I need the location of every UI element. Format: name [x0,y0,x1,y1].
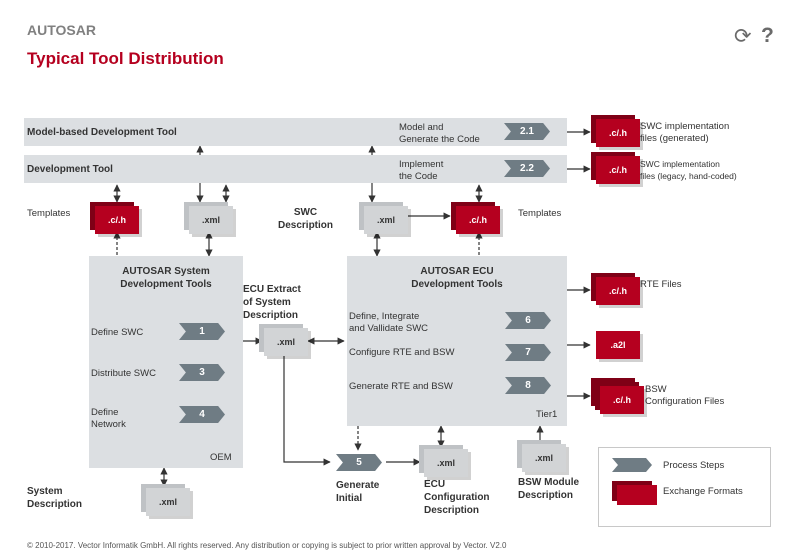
brand-label: AUTOSAR [27,22,96,38]
model-based-tool-bar [24,118,567,146]
model-based-tool-label: Model-based Development Tool [27,127,177,138]
rte-file-icon: .c/.h [591,273,640,305]
step-8[interactable]: 8 [505,377,551,394]
system-description-label: System Description [27,486,83,510]
swc-legacy-file-icon: .c/.h [591,152,640,184]
swc-xml-right-file-icon: .xml [359,202,408,234]
system-tools-box [89,256,243,468]
swc-description-label: SWC Description [278,207,334,231]
define-integrate-label: Define, Integrate and Vallidate SWC [349,311,429,334]
implement-step-label: Implement the Code [399,159,444,182]
bsw-module-description-label: BSW Module Description [518,477,580,501]
step-6[interactable]: 6 [505,312,551,329]
ecu-tools-box [347,256,567,426]
legend-exchange-formats-label: Exchange Formats [663,486,743,497]
template-left-file-icon: .c/.h [90,202,139,234]
template-right-file-icon: .c/.h [451,202,500,234]
development-tool-bar [24,155,567,183]
bsw-module-xml-file-icon: .xml [517,440,566,472]
swc-legacy-label: SWC implementation files (legacy, hand-c… [640,159,737,181]
legend-process-steps-label: Process Steps [663,460,725,471]
ecu-config-description-label: ECU Configuration Description [424,479,490,516]
development-tool-label: Development Tool [27,164,113,175]
configure-rte-label: Configure RTE and BSW [349,347,455,358]
step-2-2[interactable]: 2.2 [504,160,550,177]
define-network-label: Define Network [91,407,126,430]
swc-generated-file-icon: .c/.h [591,115,640,147]
templates-left-label: Templates [27,208,71,219]
step-3[interactable]: 3 [179,364,225,381]
tier1-label: Tier1 [536,409,558,420]
footer-copyright: © 2010-2017. Vector Informatik GmbH. All… [27,541,507,550]
page-title: Typical Tool Distribution [27,49,224,68]
system-tools-title: AUTOSAR System Development Tools [120,266,212,290]
legend-exchange-format-icon [612,481,657,505]
bsw-config-file-icon: .c/.h [591,378,644,414]
define-swc-label: Define SWC [91,327,144,338]
swc-generated-label: SWC implementation files (generated) [640,121,730,144]
distribute-swc-label: Distribute SWC [91,368,156,379]
step-1[interactable]: 1 [179,323,225,340]
templates-right-label: Templates [518,208,562,219]
generate-rte-label: Generate RTE and BSW [349,381,453,392]
reload-icon[interactable]: ⟳ [734,25,752,48]
step-7[interactable]: 7 [505,344,551,361]
ecu-extract-label: ECU Extract of System Description [243,284,301,321]
swc-xml-left-file-icon: .xml [184,202,233,234]
help-icon[interactable]: ? [761,24,774,47]
system-description-xml-file-icon: .xml [141,484,190,516]
model-step-label: Model and Generate the Code [399,122,480,145]
bsw-config-label: BSW Configuration Files [645,384,725,407]
step-4[interactable]: 4 [179,406,225,423]
ecu-config-xml-file-icon: .xml [419,445,468,477]
legend-process-step-icon [612,458,652,472]
rte-files-label: RTE Files [640,279,682,290]
generate-initial-label: Generate Initial [336,480,380,504]
step-5[interactable]: 5 [336,454,382,471]
ecu-tools-title: AUTOSAR ECU Development Tools [411,266,503,290]
step-2-1[interactable]: 2.1 [504,123,550,140]
ecu-extract-xml-file-icon: .xml [259,324,308,356]
a2l-file-icon: .a2l [596,331,640,359]
oem-label: OEM [210,452,232,463]
